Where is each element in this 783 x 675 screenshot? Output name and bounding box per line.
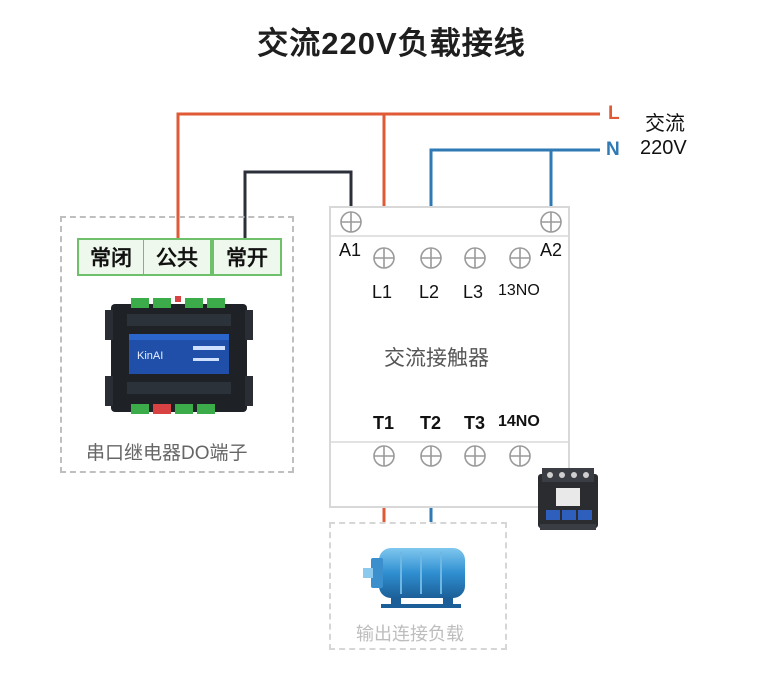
load-caption: 输出连接负载 [356, 624, 464, 644]
contactor-t3-label: T3 [464, 413, 486, 433]
motor-icon [363, 548, 465, 608]
relay-terminal-nc: 常闭 [77, 238, 145, 276]
relay-module-brand: KinAI [137, 350, 164, 362]
diagram-title: 交流220V负载接线 [257, 26, 526, 61]
l2-screw [420, 247, 442, 269]
contactor-13no-label: 13NO [498, 282, 540, 299]
source-label-voltage: 220V [640, 137, 687, 159]
contactor-rails [331, 235, 568, 443]
wire-no-to-a1 [243, 170, 353, 238]
load-box [329, 522, 507, 650]
t2-screw [420, 445, 442, 467]
t3-screw [464, 445, 486, 467]
relay-do-box [60, 216, 294, 473]
contactor-l2-label: L2 [419, 282, 440, 302]
relay-terminal-no: 常开 [212, 238, 282, 276]
relay-terminal-com: 公共 [144, 238, 212, 276]
l1-screw [373, 247, 395, 269]
contactor-l1-label: L1 [372, 282, 393, 302]
13no-screw [509, 247, 531, 269]
relay-caption: 串口继电器DO端子 [86, 443, 248, 464]
a2-screw [540, 211, 562, 233]
contactor-l3-label: L3 [463, 282, 484, 302]
contactor-t1-label: T1 [373, 413, 395, 433]
contactor-name: 交流接触器 [384, 347, 489, 370]
contactor-t2-label: T2 [420, 413, 442, 433]
contactor-14no-label: 14NO [498, 413, 540, 430]
neutral-letter: N [606, 139, 620, 160]
a1-screw [340, 211, 362, 233]
relay-module-image [105, 296, 253, 414]
wire-l-line [176, 112, 600, 238]
contactor-a1-label: A1 [339, 240, 362, 260]
14no-screw [509, 445, 531, 467]
l3-screw [464, 247, 486, 269]
live-letter: L [608, 103, 620, 124]
contactor-photo [538, 468, 598, 530]
contactor-a2-label: A2 [540, 240, 563, 260]
source-label-ac: 交流 [645, 113, 685, 135]
t1-screw [373, 445, 395, 467]
